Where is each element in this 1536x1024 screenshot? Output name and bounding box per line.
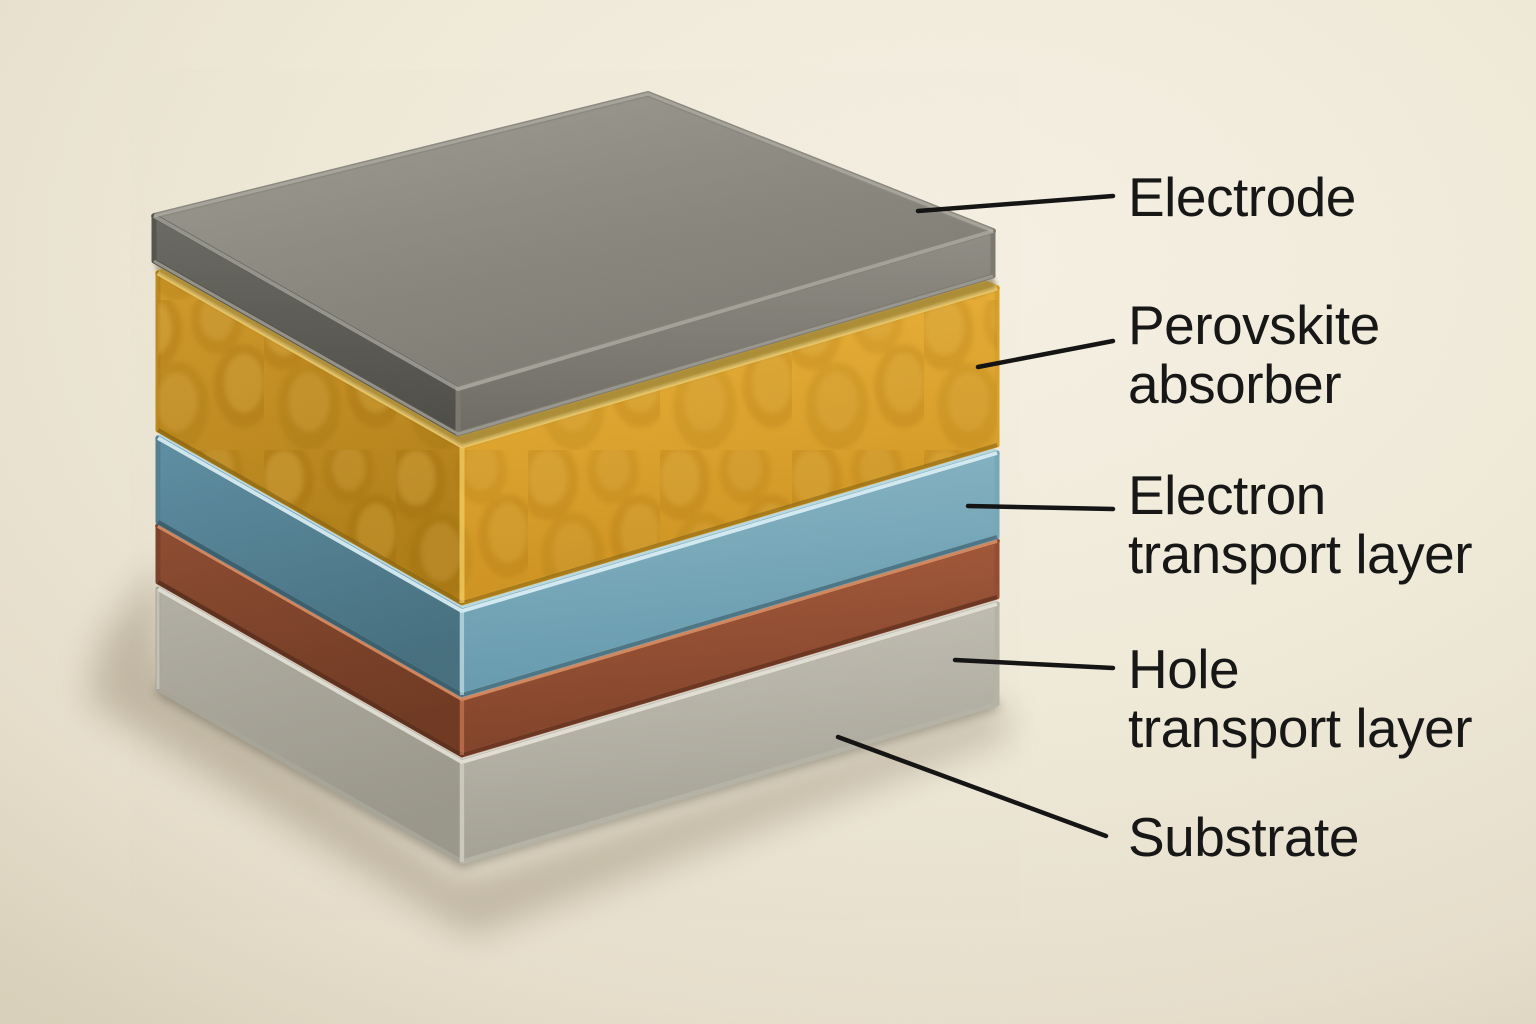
leader-line-hole-transport <box>952 657 1116 671</box>
label-hole-line2: transport layer <box>1128 697 1473 759</box>
label-electron-transport-layer: Electron transport layer <box>1128 464 1473 585</box>
label-electron-line1: Electron <box>1128 464 1326 526</box>
label-perovskite-line1: Perovskite <box>1128 294 1380 356</box>
label-electrode-line1: Electrode <box>1128 166 1356 228</box>
label-substrate-line1: Substrate <box>1128 806 1359 868</box>
leader-line-substrate <box>835 734 1109 839</box>
leader-line-perovskite <box>975 338 1116 370</box>
label-hole-transport-layer: Hole transport layer <box>1128 638 1473 759</box>
label-hole-line1: Hole <box>1128 638 1240 700</box>
leader-line-electrode <box>915 193 1116 214</box>
stack-grain <box>130 70 1020 920</box>
label-electron-line2: transport layer <box>1128 523 1473 585</box>
leader-lines <box>835 193 1116 839</box>
leader-line-electron-transport <box>965 503 1116 512</box>
label-electrode: Electrode <box>1128 168 1356 227</box>
label-perovskite-absorber: Perovskite absorber <box>1128 296 1380 414</box>
label-perovskite-line2: absorber <box>1128 353 1342 415</box>
label-substrate: Substrate <box>1128 808 1359 867</box>
